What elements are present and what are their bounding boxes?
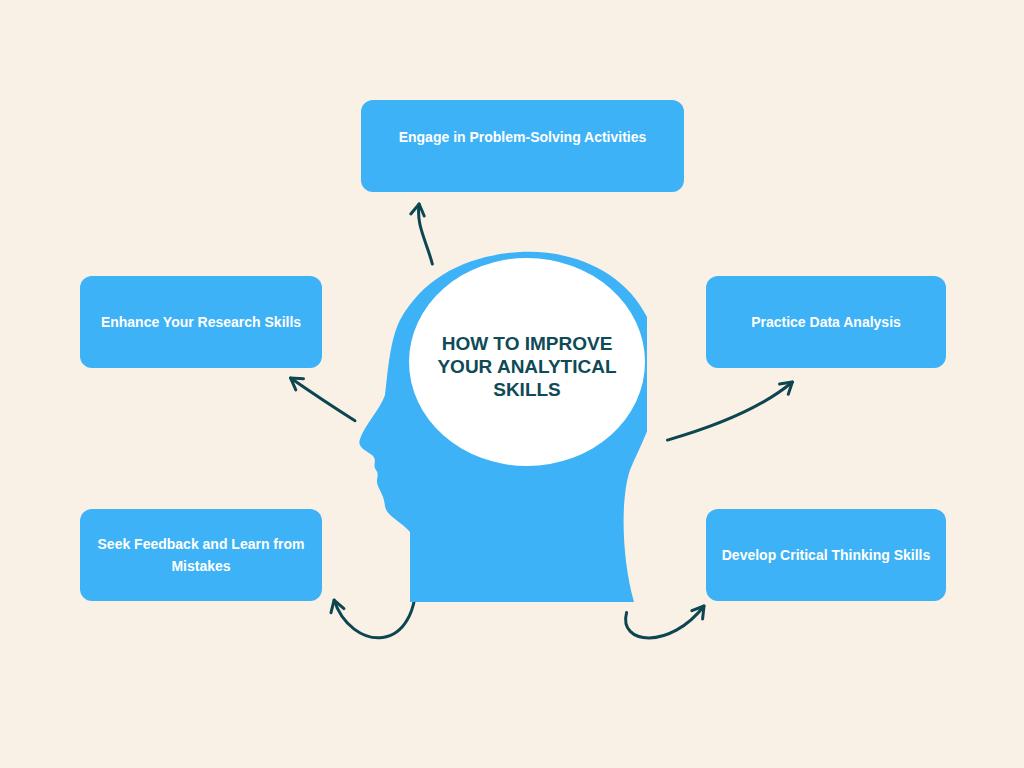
curved-arrow — [626, 606, 704, 638]
tip-box: Seek Feedback and Learn from Mistakes — [80, 509, 322, 601]
arrow-head — [291, 378, 304, 390]
arrow-head — [692, 606, 704, 619]
curved-arrow — [411, 204, 433, 264]
arrow-line — [334, 570, 416, 637]
tip-text: Practice Data Analysis — [751, 311, 901, 333]
central-title: HOW TO IMPROVE YOUR ANALYTICAL SKILLS — [425, 332, 629, 401]
thought-ellipse — [409, 258, 645, 466]
tip-text: Engage in Problem-Solving Activities — [399, 126, 647, 148]
head-outline — [355, 250, 647, 602]
tip-text: Enhance Your Research Skills — [101, 311, 301, 333]
arrow-head — [780, 382, 793, 394]
tip-text: Seek Feedback and Learn from Mistakes — [94, 533, 308, 577]
curved-arrow — [667, 382, 792, 440]
tip-box: Engage in Problem-Solving Activities — [361, 100, 684, 192]
tip-box: Develop Critical Thinking Skills — [706, 509, 946, 601]
arrow-line — [626, 606, 704, 638]
arrow-line — [291, 378, 355, 421]
head-shape — [359, 252, 647, 602]
arrow-head — [411, 204, 424, 216]
tip-box: Enhance Your Research Skills — [80, 276, 322, 368]
arrow-line — [419, 204, 433, 264]
head-silhouette: HOW TO IMPROVE YOUR ANALYTICAL SKILLS — [355, 250, 647, 602]
curved-arrow — [291, 378, 355, 421]
curved-arrow — [331, 570, 416, 637]
arrow-head — [331, 600, 344, 613]
arrow-line — [667, 382, 792, 440]
tip-box: Practice Data Analysis — [706, 276, 946, 368]
tip-text: Develop Critical Thinking Skills — [722, 544, 931, 566]
